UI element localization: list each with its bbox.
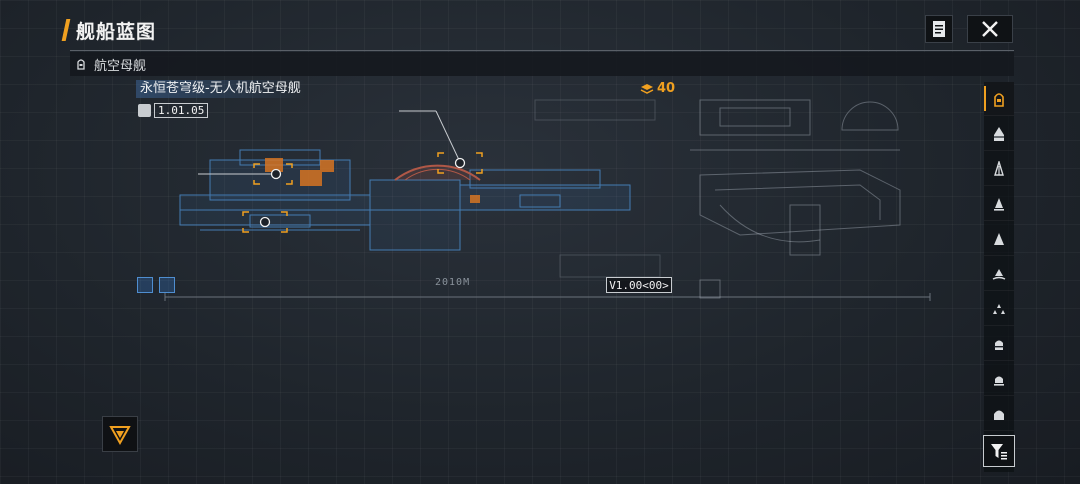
fighter-squad-icon <box>993 303 1005 314</box>
filter-icon <box>991 444 1007 460</box>
close-icon <box>982 21 998 37</box>
layer-toggle-button[interactable] <box>137 277 153 293</box>
scale-ruler <box>164 293 931 301</box>
destroyer-icon <box>994 197 1004 211</box>
escort-icon <box>994 376 1004 386</box>
header-divider <box>70 50 1014 51</box>
blueprint-toggle-group <box>137 277 175 293</box>
cruiser-icon <box>994 160 1004 176</box>
wireframe-toggle-button[interactable] <box>159 277 175 293</box>
notes-icon <box>933 21 945 37</box>
auxiliary-icon <box>994 340 1004 350</box>
rail-item-escort[interactable] <box>984 362 1014 396</box>
rail-item-corvette[interactable] <box>984 257 1014 291</box>
rail-item-fighter[interactable] <box>984 292 1014 326</box>
ship-name: 永恒苍穹级-无人机航空母舰 <box>136 80 305 98</box>
rail-item-carrier[interactable] <box>984 82 1014 116</box>
fleet-emblem-icon <box>109 426 131 446</box>
carrier-icon <box>77 59 85 70</box>
rail-item-station[interactable] <box>984 397 1014 431</box>
filter-button[interactable] <box>983 435 1015 467</box>
fleet-emblem-button[interactable] <box>102 416 138 452</box>
page-title: 舰船蓝图 <box>61 16 157 44</box>
ship-version: 1.01.05 <box>138 103 209 118</box>
carrier-icon <box>994 92 1004 107</box>
module-marker-1[interactable] <box>198 163 293 185</box>
battleship-icon <box>994 126 1004 141</box>
station-icon <box>994 410 1004 420</box>
rail-item-cruiser[interactable] <box>984 152 1014 186</box>
rail-item-battleship[interactable] <box>984 117 1014 151</box>
cost-icon <box>640 83 654 94</box>
rail-item-destroyer[interactable] <box>984 187 1014 221</box>
close-button[interactable] <box>967 15 1013 43</box>
category-label: 航空母舰 <box>94 58 147 74</box>
notes-button[interactable] <box>925 15 953 43</box>
rail-item-frigate[interactable] <box>984 222 1014 256</box>
version-icon <box>138 104 151 117</box>
ship-cost-value: 40 <box>657 81 676 96</box>
ship-hotspots <box>265 158 480 203</box>
ship-class-rail <box>984 82 1014 472</box>
ship-cost: 40 <box>640 81 675 96</box>
ship-hull <box>179 149 631 251</box>
schematic-detail <box>690 99 901 299</box>
blueprint-version: V1.00<00> <box>606 277 672 293</box>
category-bar: 航空母舰 <box>70 52 1014 76</box>
corvette-icon <box>992 268 1006 280</box>
rail-item-auxiliary[interactable] <box>984 327 1014 361</box>
page-title-text: 舰船蓝图 <box>76 20 157 43</box>
frigate-icon <box>994 232 1004 245</box>
title-accent-mark <box>61 19 71 41</box>
ship-version-number: 1.01.05 <box>154 103 209 118</box>
module-marker-2[interactable] <box>399 110 483 174</box>
module-marker-3[interactable] <box>242 211 288 233</box>
scale-label: 2010M <box>435 277 471 288</box>
